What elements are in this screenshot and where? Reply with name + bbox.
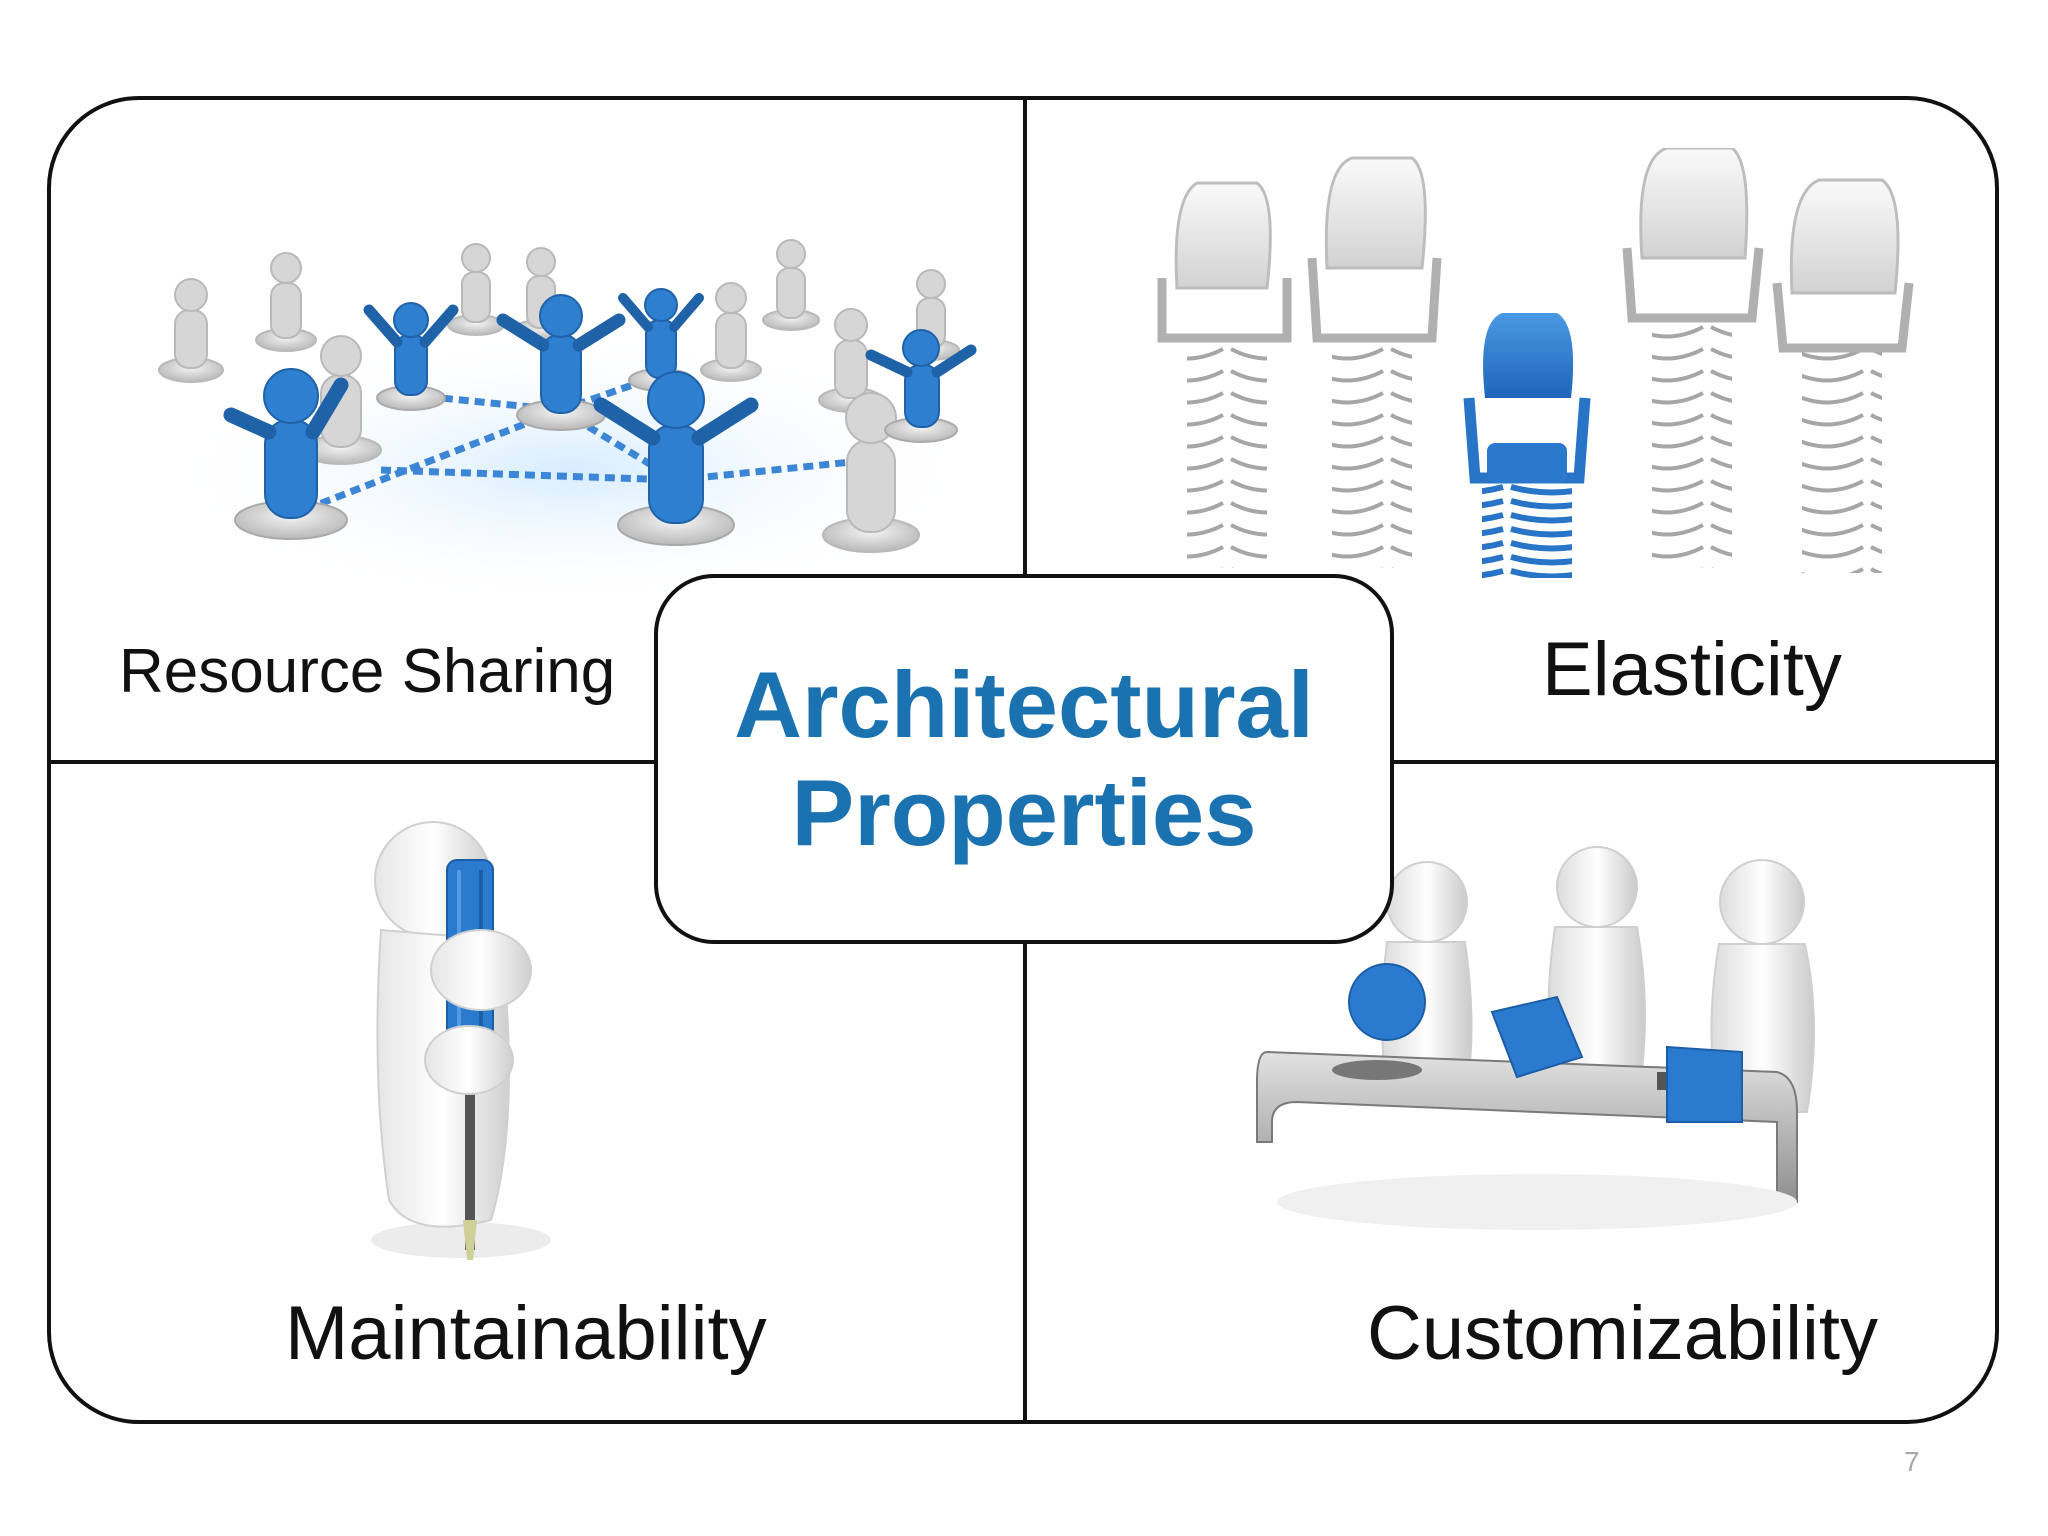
center-title-line-1: Architectural <box>734 652 1314 757</box>
figures-assembling-blocks-illustration <box>1256 846 1815 1230</box>
quadrant-label-maintainability: Maintainability <box>285 1291 767 1376</box>
slide-page-number: 7 <box>1904 1446 1920 1477</box>
center-title-line-2: Properties <box>791 760 1257 865</box>
quadrant-maintainability: Maintainability <box>51 764 1023 1420</box>
quadrant-customizability: Customizability <box>1027 764 1995 1420</box>
quadrant-elasticity: Elasticity <box>1027 100 1995 760</box>
quadrant-label-elasticity: Elasticity <box>1542 627 1842 712</box>
quadrant-frame: Resource Sharing <box>47 96 1999 1424</box>
quadrant-resource-sharing: Resource Sharing <box>51 100 1023 760</box>
people-network-illustration <box>151 239 991 610</box>
center-title-box: Architectural Properties <box>654 574 1394 944</box>
figure-with-screwdriver-illustration <box>371 821 551 1260</box>
spring-chairs-illustration <box>1157 148 1914 578</box>
quadrant-label-resource-sharing: Resource Sharing <box>119 637 616 706</box>
quadrant-label-customizability: Customizability <box>1367 1291 1879 1376</box>
